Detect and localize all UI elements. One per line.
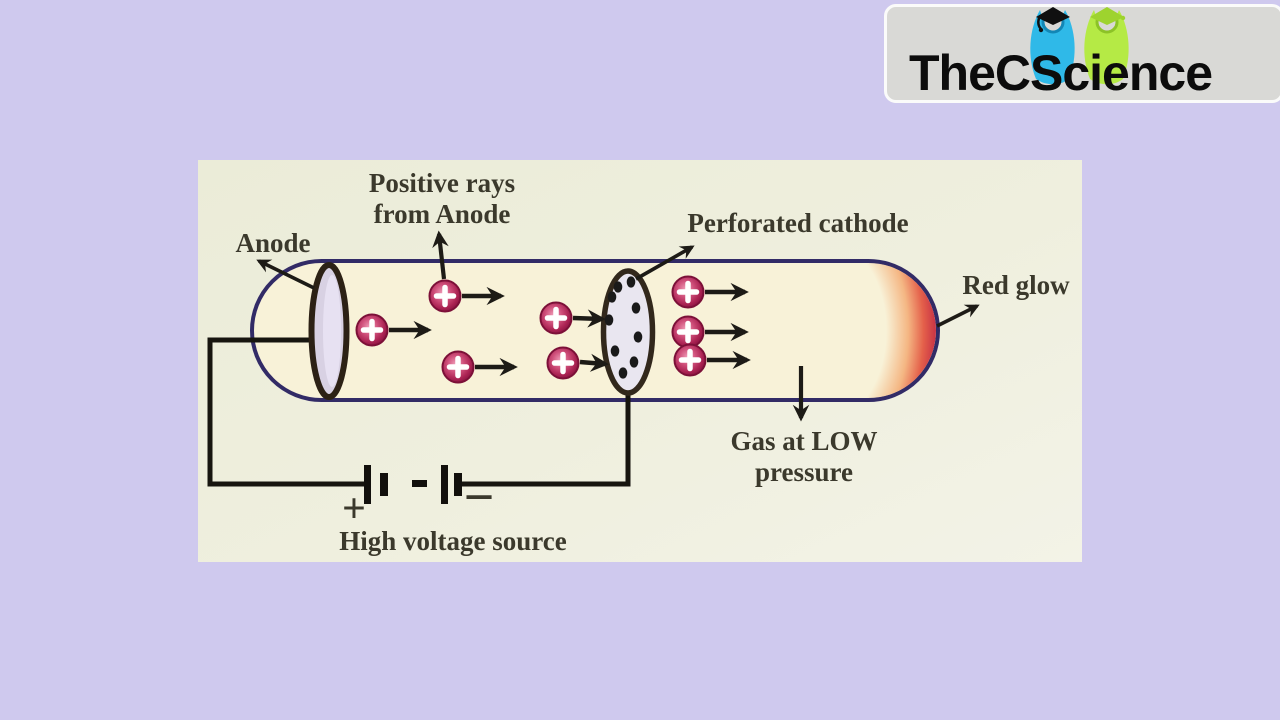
anode-label: Anode — [235, 228, 311, 258]
graduate-figure-green-icon — [1084, 7, 1129, 85]
gas-pressure-label: Gas at LOW pressure — [730, 426, 877, 488]
battery-symbol — [364, 465, 462, 504]
battery-cell-gap-dash — [412, 480, 427, 487]
logo-title: TheCScience — [909, 45, 1213, 101]
battery-short-plate — [380, 473, 388, 496]
red-glow-region — [831, 263, 936, 398]
high-voltage-source-label: High voltage source — [339, 526, 567, 556]
perforated-cathode-label: Perforated cathode — [687, 208, 909, 238]
discharge-tube — [250, 259, 940, 402]
red-glow-pointer-arrow — [936, 304, 980, 328]
positive-rays-label-line1: Positive rays — [368, 168, 516, 198]
red-glow-label: Red glow — [962, 270, 1070, 300]
battery-negative-label: − — [463, 467, 495, 527]
positive-rays-label-line2: from Anode — [373, 199, 511, 229]
battery-long-plate — [441, 465, 448, 504]
gas-pressure-label-line2: pressure — [754, 457, 854, 487]
logo-box: TheCScience — [884, 4, 1280, 103]
graduate-figure-blue-icon — [1030, 7, 1075, 85]
battery-positive-label: + — [342, 486, 366, 532]
battery-short-plate — [454, 473, 462, 496]
gas-pressure-label-line1: Gas at LOW — [730, 426, 878, 456]
logo-figures-icon — [1030, 7, 1129, 85]
positive-rays-label: Positive rays from Anode — [369, 168, 515, 230]
diagram-panel: Positive rays from Anode Anode Perforate… — [198, 160, 1082, 562]
